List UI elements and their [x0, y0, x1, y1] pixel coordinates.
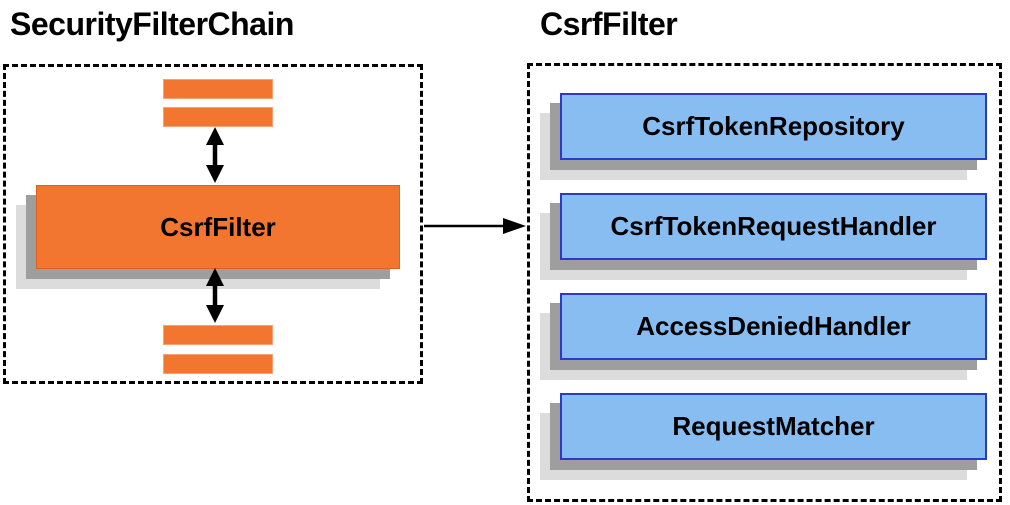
filter-bar-top-1: [163, 79, 273, 99]
filter-bar-bottom-2: [163, 354, 273, 374]
csrf-filter-components-container: [527, 63, 1002, 502]
component-box: CsrfTokenRepository: [560, 93, 987, 160]
component-csrf-token-request-handler: CsrfTokenRequestHandler: [527, 193, 1002, 293]
csrf-filter-box-label: CsrfFilter: [160, 211, 276, 242]
csrf-filter-box: CsrfFilter: [36, 185, 400, 269]
filter-bar-top-2: [163, 107, 273, 127]
component-box-label: CsrfTokenRequestHandler: [610, 211, 937, 241]
component-box-label: AccessDeniedHandler: [636, 311, 911, 341]
right-arrow-icon: [424, 218, 526, 234]
filter-bar-bottom-1: [163, 325, 273, 345]
component-access-denied-handler: AccessDeniedHandler: [527, 293, 1002, 393]
component-box: CsrfTokenRequestHandler: [560, 193, 987, 260]
component-box: AccessDeniedHandler: [560, 293, 987, 360]
component-box-label: RequestMatcher: [672, 411, 875, 441]
component-box-label: CsrfTokenRepository: [642, 111, 905, 141]
security-filter-chain-container: CsrfFilter: [3, 64, 423, 384]
component-request-matcher: RequestMatcher: [527, 393, 1002, 493]
component-csrf-token-repository: CsrfTokenRepository: [527, 93, 1002, 193]
left-panel-title: SecurityFilterChain: [10, 6, 294, 42]
component-box: RequestMatcher: [560, 393, 987, 460]
right-panel-title: CsrfFilter: [540, 6, 678, 42]
